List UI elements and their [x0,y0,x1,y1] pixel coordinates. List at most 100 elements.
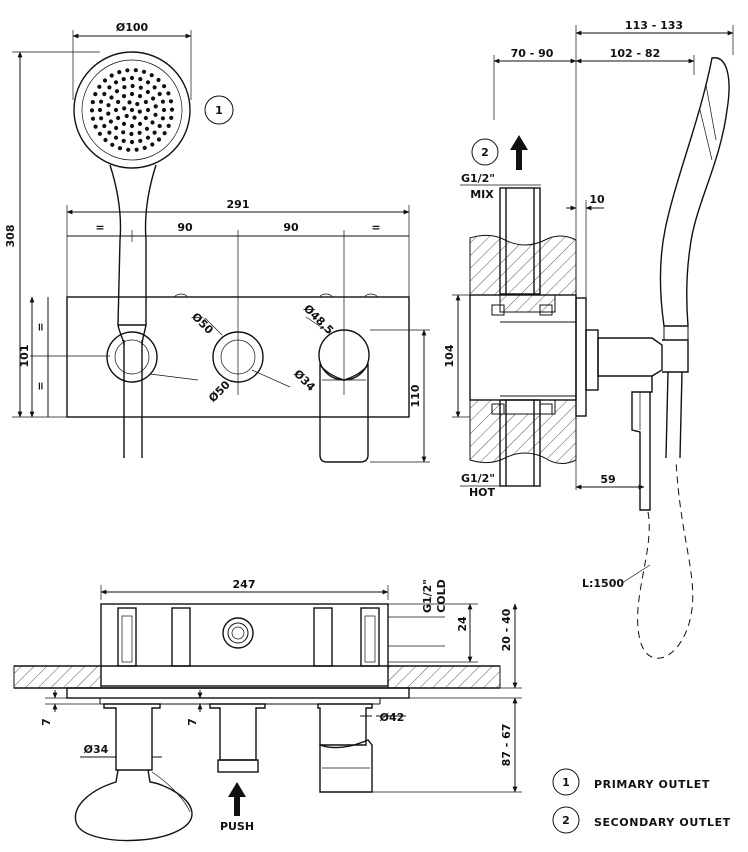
wall-plate [66,296,410,418]
nozzle-dot [90,116,96,121]
plate-height-label: 101 [18,345,31,368]
nozzle-dot [137,130,142,135]
nozzle-dot [150,142,155,147]
nozzle-dot [117,146,123,151]
mix-thread-label: G1/2" [461,172,495,185]
front-view: Ø100 308 101 = = 291 = 90 90 = Ø50 [4,21,430,463]
nozzle-dot [161,107,167,113]
height-label: 308 [4,225,17,248]
nozzle-dot [116,99,121,105]
nozzle-dot [107,85,112,90]
nozzle-dot [168,99,174,104]
nozzle-dot [156,77,161,83]
plan-d34-label: Ø34 [84,743,109,756]
nozzle-dot [103,137,108,143]
nozzle-dot [113,107,119,113]
nozzle-dot [116,115,121,121]
nozzle-dot [133,68,138,73]
nozzle-dot [137,109,142,114]
knob-d34-label: Ø34 [291,367,318,394]
shower-nozzles [89,68,175,152]
diverter-knob [106,331,158,383]
nozzle-dot [129,139,135,145]
nozzle-dot [129,75,135,81]
dim-24: 24 [456,616,469,632]
nozzle-dot [151,96,156,101]
nozzle-dot [145,135,151,140]
nozzle-dot [145,89,150,95]
nozzle-dot [129,131,134,137]
nozzle-dot [93,124,98,129]
nozzle-dot [169,107,175,112]
push-label: PUSH [220,820,254,833]
nozzle-dot [129,107,135,113]
nozzle-dot [143,99,148,105]
head-diameter-label: Ø100 [116,21,149,34]
nozzle-dot [99,99,104,104]
dim-102-82: 102 - 82 [610,47,661,60]
nozzle-dot [99,116,104,121]
nozzle-dot [150,120,155,125]
nozzle-dot [113,135,119,140]
nozzle-dot [160,99,165,104]
nozzle-dot [145,107,151,113]
nozzle-dot [169,115,174,120]
outlet-2-badge [471,138,499,166]
nozzle-dot [138,77,143,82]
dim-7-left: 7 [40,718,53,726]
nozzle-dot [117,70,122,75]
nozzle-dot [121,94,127,99]
nozzle-dot [142,145,147,150]
nozzle-dot [102,78,108,83]
nozzle-dot [109,73,114,78]
hose-length-label: L:1500 [582,577,624,590]
hot-label: HOT [469,486,496,499]
nozzle-dot [97,84,102,89]
nozzle-dot [141,69,147,74]
nozzle-dot [129,91,135,97]
nozzle-dot [153,112,158,117]
nozzle-dot [152,130,157,135]
hot-thread-label: G1/2" [461,472,495,485]
eq4-label: = [34,381,47,390]
plan-width-label: 247 [233,578,256,591]
spacing2-label: 90 [283,221,299,234]
nozzle-dot [149,73,154,78]
eq1-label: = [95,221,104,234]
dim-20-40: 20 - 40 [500,608,513,651]
knob-d50-b-label: Ø50 [206,378,233,405]
nozzle-dot [162,84,167,89]
nozzle-dot [114,89,120,94]
nozzle-dot [107,130,112,135]
nozzle-dot [144,126,150,131]
plan-view: 247 G1/2" COLD 24 20 - 40 [13,578,522,842]
cold-thread-label: G1/2" [421,579,434,613]
mix-label: MIX [470,188,494,201]
nozzle-dot [162,131,167,136]
nozzle-dot [102,123,107,129]
nozzle-dot [121,77,126,82]
nozzle-dot [89,108,95,113]
nozzle-dot [129,123,135,129]
cold-label: COLD [435,579,448,613]
nozzle-dot [137,94,143,99]
eq3-label: = [34,322,47,331]
legend-badge-1 [552,768,580,796]
nozzle-dot [102,91,107,97]
side-section-view: 113 - 133 70 - 90 102 - 82 2 G1/2" MIX [443,19,734,659]
knob-d50-a-label: Ø50 [189,310,216,337]
legend-label-2: SECONDARY OUTLET [594,816,731,829]
spout [319,363,369,463]
dim-10: 10 [589,193,605,206]
nozzle-dot [134,147,139,152]
hand-shower-head [73,51,191,169]
legend-label-1: PRIMARY OUTLET [594,778,710,791]
dim-104: 104 [443,344,456,367]
nozzle-dot [97,107,103,113]
nozzle-dot [121,130,126,135]
spout-diameter-label: Ø48,5 [301,302,336,337]
nozzle-dot [114,125,119,131]
dim-87-67: 87 - 67 [500,724,513,767]
nozzle-dot [157,123,162,129]
